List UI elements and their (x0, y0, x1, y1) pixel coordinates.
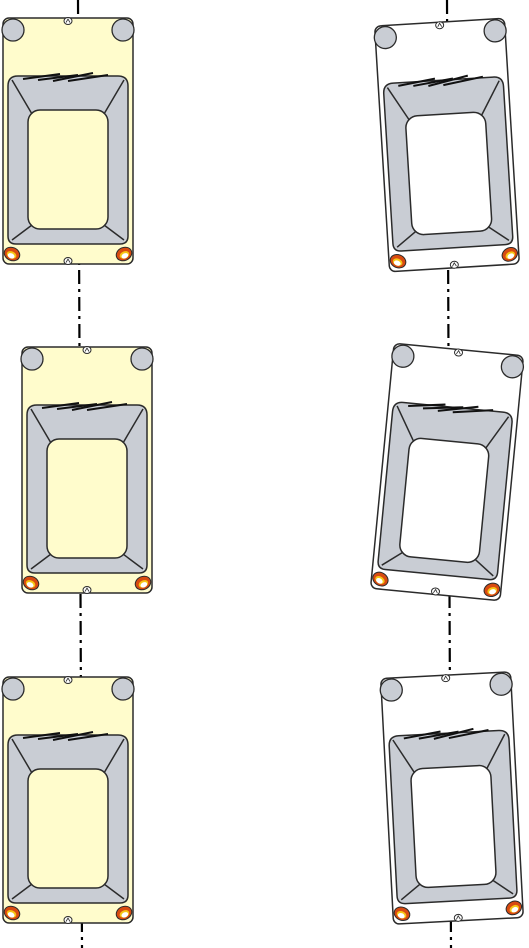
frame-edge-line (485, 733, 506, 770)
wiper-icon (398, 74, 484, 87)
mirror-circle-icon (1, 677, 25, 701)
mirror-circle-icon (391, 344, 415, 368)
wiper-icon (408, 403, 494, 414)
tail-light-icon (389, 253, 407, 269)
hinge-marker-icon (63, 676, 73, 684)
mirror-circle-icon (373, 25, 397, 50)
hinge-marker-icon (441, 674, 451, 683)
mirror-circle-icon (500, 355, 525, 379)
hinge-marker-icon (63, 257, 73, 265)
frame-edge-line (474, 558, 494, 577)
vehicle-left-top (1, 17, 135, 265)
mirror-circle-icon (20, 347, 44, 371)
vehicles-layer (1, 17, 525, 925)
frame-edge-line (400, 883, 421, 901)
mirror-circle-icon (130, 347, 154, 371)
frame-edge-line (396, 405, 415, 442)
cab-window (399, 437, 490, 564)
hinge-marker-icon (454, 348, 463, 357)
mirror-circle-icon (111, 677, 135, 701)
wiper-icon (22, 72, 109, 82)
vehicle-right-top (373, 17, 520, 273)
tail-light-icon (483, 582, 501, 598)
mirror-circle-icon (489, 672, 513, 696)
cab-window (27, 768, 109, 889)
tail-light-icon (115, 246, 133, 262)
frame-edge-line (103, 79, 125, 115)
frame-edge-line (11, 738, 33, 774)
hinge-marker-icon (82, 346, 92, 354)
mirror-circle-icon (379, 678, 403, 702)
frame-edge-line (103, 883, 125, 900)
cab-window (27, 109, 109, 230)
tail-light-icon (115, 905, 133, 921)
frame-edge-line (11, 224, 33, 241)
frame-edge-line (491, 879, 514, 895)
frame-edge-line (396, 230, 417, 248)
hinge-marker-icon (63, 916, 73, 924)
mirror-circle-icon (111, 18, 135, 42)
wiper-icon (41, 401, 128, 411)
tail-light-icon (501, 247, 518, 262)
cab-window (46, 438, 128, 559)
frame-edge-line (386, 87, 411, 121)
hinge-marker-icon (449, 260, 459, 269)
frame-edge-line (30, 408, 52, 444)
vehicle-left-middle (20, 346, 154, 594)
tail-light-icon (3, 246, 21, 262)
tail-light-icon (134, 575, 152, 591)
frame-edge-line (381, 551, 404, 566)
tail-light-icon (393, 906, 411, 922)
tail-light-icon (372, 571, 389, 587)
vehicle-right-bottom (379, 671, 524, 925)
hinge-marker-icon (435, 21, 445, 30)
hinge-marker-icon (82, 586, 92, 594)
hinge-marker-icon (63, 17, 73, 25)
tail-light-icon (3, 905, 21, 921)
hinge-marker-icon (431, 587, 440, 596)
frame-edge-line (30, 553, 52, 570)
frame-edge-line (392, 739, 416, 774)
frame-edge-line (11, 79, 33, 115)
frame-edge-line (480, 80, 500, 117)
frame-edge-line (103, 224, 125, 241)
frame-edge-line (122, 553, 144, 570)
wiper-icon (22, 731, 109, 741)
vehicle-left-bottom (1, 676, 135, 924)
cab-window (410, 764, 497, 889)
frame-edge-line (103, 738, 125, 774)
mirror-circle-icon (1, 18, 25, 42)
wiper-icon (403, 727, 489, 740)
vehicle-right-middle (370, 343, 525, 601)
hinge-marker-icon (453, 913, 463, 922)
mirror-circle-icon (483, 19, 507, 43)
frame-edge-line (484, 416, 510, 450)
frame-edge-line (11, 883, 33, 900)
cab-window (405, 111, 493, 236)
tail-light-icon (505, 900, 523, 916)
frame-edge-line (122, 408, 144, 444)
tail-light-icon (22, 575, 40, 591)
frame-edge-line (487, 226, 510, 242)
